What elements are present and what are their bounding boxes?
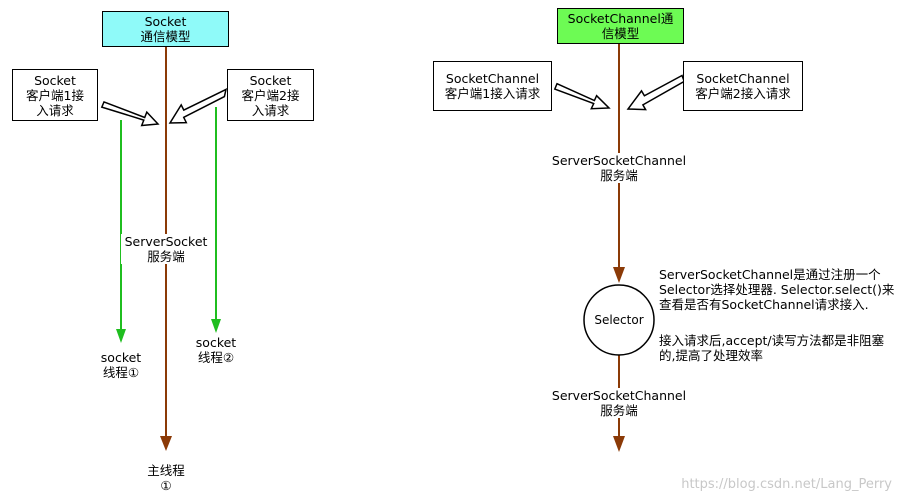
left-main-arrowhead <box>160 436 172 451</box>
right-title-box: SocketChannel通 信模型 <box>557 8 684 44</box>
selector-label: Selector <box>594 313 644 327</box>
right-server-bottom-label: ServerSocketChannel 服务端 <box>549 388 689 418</box>
selector-circle <box>583 284 655 356</box>
thread2-arrowhead <box>211 319 221 333</box>
right-client2-hollow-arrow <box>626 74 686 111</box>
left-client1-box: Socket 客户端1接 入请求 <box>12 69 98 121</box>
right-main-arrowhead-top <box>613 267 625 283</box>
left-title-box: Socket 通信模型 <box>102 11 229 47</box>
right-client1-text: SocketChannel 客户端1接入请求 <box>444 71 541 101</box>
watermark: https://blog.csdn.net/Lang_Perry <box>681 477 892 492</box>
thread1-arrowhead <box>116 329 126 343</box>
left-thread2-label: socket 线程② <box>195 335 237 365</box>
left-server-label: ServerSocket 服务端 <box>121 234 211 264</box>
right-client1-hollow-arrow <box>553 82 611 110</box>
right-client2-box: SocketChannel 客户端2接入请求 <box>683 61 803 111</box>
left-main-thread-label: 主线程 ① <box>147 463 185 493</box>
left-thread1-label: socket 线程① <box>100 350 142 380</box>
right-client2-text: SocketChannel 客户端2接入请求 <box>695 71 791 101</box>
right-main-arrowhead-bottom <box>613 436 625 452</box>
selector-note-1: ServerSocketChannel是通过注册一个 Selector选择处理器… <box>659 267 895 312</box>
selector-note-2: 接入请求后,accept/读写方法都是非阻塞 的,提高了处理效率 <box>659 333 885 363</box>
left-client1-text: Socket 客户端1接 入请求 <box>26 72 84 118</box>
right-server-top-label: ServerSocketChannel 服务端 <box>549 153 689 183</box>
left-title-text: Socket 通信模型 <box>140 14 191 44</box>
client1-hollow-arrow <box>100 100 160 127</box>
left-client2-box: Socket 客户端2接 入请求 <box>227 69 314 121</box>
right-client1-box: SocketChannel 客户端1接入请求 <box>433 61 552 111</box>
client2-hollow-arrow <box>168 88 228 124</box>
left-client2-text: Socket 客户端2接 入请求 <box>241 72 300 118</box>
right-title-text: SocketChannel通 信模型 <box>567 11 674 41</box>
